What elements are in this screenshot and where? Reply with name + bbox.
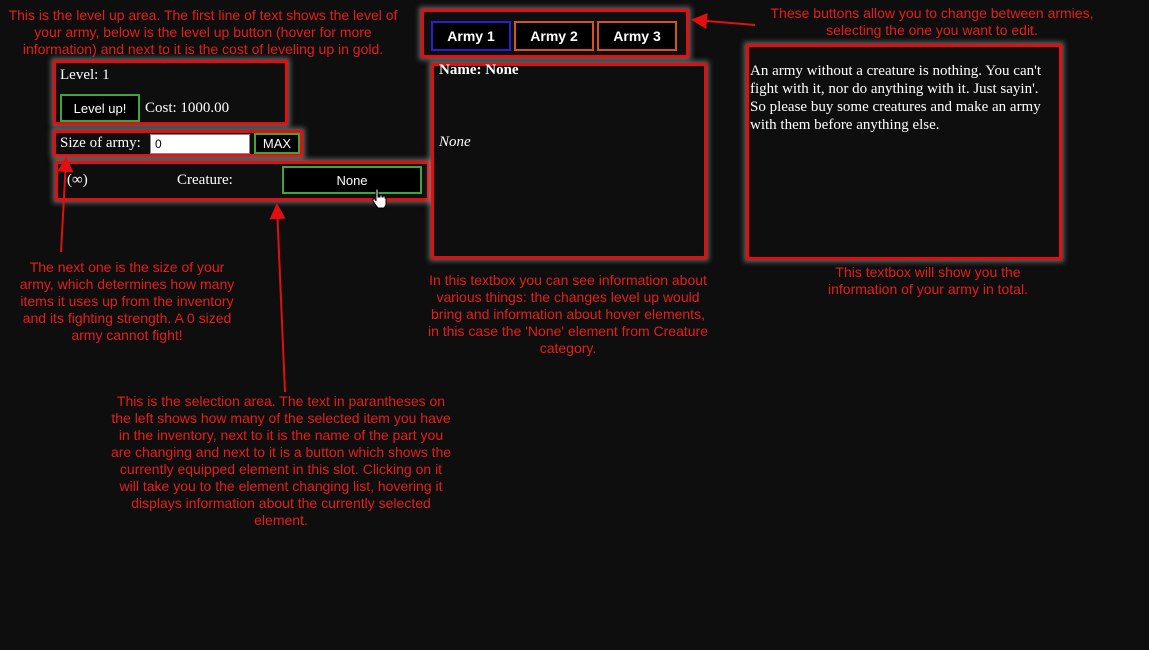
info-description: None xyxy=(439,134,471,150)
info-text-box xyxy=(431,63,707,259)
tab-army-2[interactable]: Army 2 xyxy=(514,21,594,51)
arrow-selection-note xyxy=(269,203,286,393)
army-tabs-area xyxy=(421,9,689,58)
note-level-area: This is the level up area. The first lin… xyxy=(8,7,398,57)
hand-cursor-icon xyxy=(372,188,387,209)
inventory-count: (∞) xyxy=(67,172,88,188)
level-up-button[interactable]: Level up! xyxy=(60,94,140,122)
note-selection-area: This is the selection area. The text in … xyxy=(110,393,452,528)
tab-army-3[interactable]: Army 3 xyxy=(597,21,677,51)
selection-area xyxy=(55,161,430,201)
equipped-element-button[interactable]: None xyxy=(282,166,422,194)
size-of-army-area xyxy=(53,130,303,157)
max-button[interactable]: MAX xyxy=(254,133,300,154)
note-size-of-army: The next one is the size of your army, w… xyxy=(19,259,235,343)
note-summary-box: This textbox will show you the informati… xyxy=(828,264,1028,297)
level-up-cost: Cost: 1000.00 xyxy=(145,100,230,116)
size-of-army-label: Size of army: xyxy=(60,135,141,151)
note-army-tabs: These buttons allow you to change betwee… xyxy=(770,5,1094,38)
tab-army-1[interactable]: Army 1 xyxy=(431,21,511,51)
army-summary-text: An army without a creature is nothing. Y… xyxy=(750,63,1041,133)
note-info-box: In this textbox you can see information … xyxy=(427,272,709,356)
info-name: Name: None xyxy=(439,62,519,78)
size-of-army-input[interactable] xyxy=(150,134,250,154)
army-summary-box xyxy=(746,44,1062,260)
part-name-label: Creature: xyxy=(177,172,233,188)
arrow-tabs-note xyxy=(691,13,756,29)
level-label: Level: 1 xyxy=(60,67,110,83)
level-up-area xyxy=(53,60,288,125)
